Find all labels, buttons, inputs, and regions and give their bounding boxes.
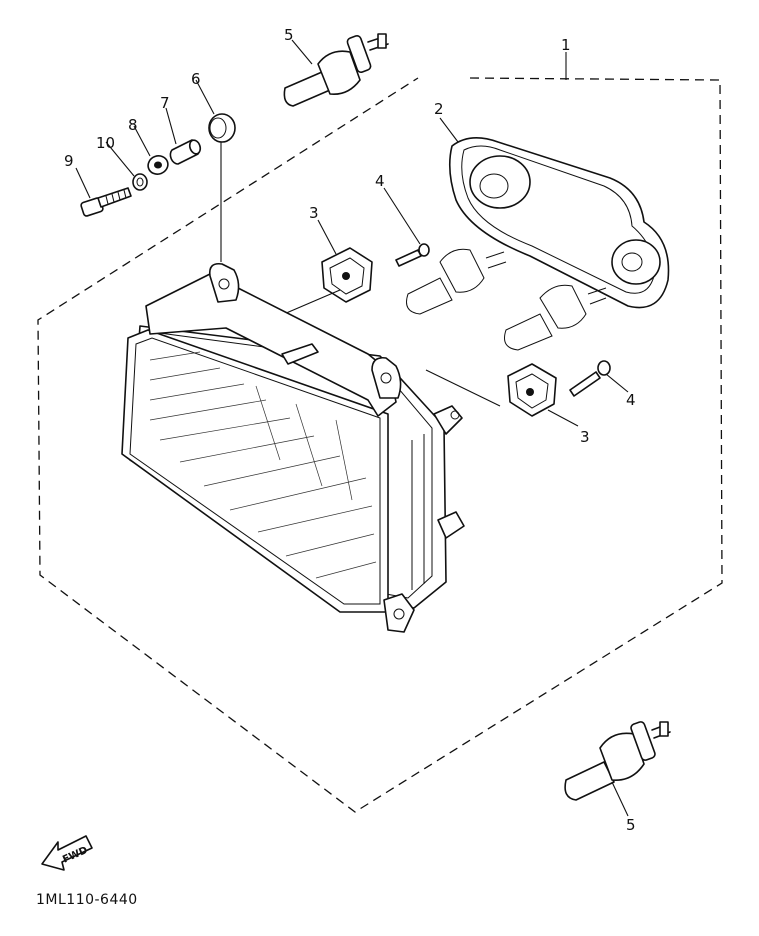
- grommet-part-6: [208, 113, 236, 262]
- callout-1: 1: [561, 36, 571, 54]
- adjuster-part-3-lower: [425, 363, 579, 427]
- washer-part-10: [132, 173, 148, 191]
- callout-9: 9: [64, 152, 74, 170]
- headlight-unit: [121, 262, 465, 633]
- bulb-silhouette-lower: [504, 284, 607, 351]
- housing-part-2: [439, 117, 670, 309]
- collar-part-7: [169, 139, 202, 165]
- diagram-code: 1ML110-6440: [36, 892, 138, 908]
- callout-8: 8: [128, 116, 138, 134]
- callout-2: 2: [434, 100, 444, 118]
- screw-part-4-upper: [383, 187, 430, 267]
- leader-lines: [75, 39, 313, 199]
- bulb-silhouette-upper: [406, 248, 507, 315]
- callout-10: 10: [96, 134, 115, 152]
- bulb-part-5-bottom: [564, 721, 671, 817]
- fwd-arrow-icon: FWD: [41, 835, 93, 871]
- callout-4-upper: 4: [375, 172, 385, 190]
- screw-part-4-lower: [569, 360, 629, 397]
- callout-7: 7: [160, 94, 170, 112]
- callout-labels: 1 2 3 3 4 4 5 5 6 7 8 10 9: [64, 26, 636, 834]
- assembly-outline: [37, 52, 723, 813]
- callout-5-bottom: 5: [626, 816, 636, 834]
- bolt-part-9: [80, 187, 132, 217]
- callout-6: 6: [191, 70, 201, 88]
- lens-hatching: [149, 351, 377, 579]
- bulb-part-5-top: [283, 33, 389, 107]
- callout-3-upper: 3: [309, 204, 319, 222]
- callout-3-lower: 3: [580, 428, 590, 446]
- callout-5-top: 5: [284, 26, 294, 44]
- adjuster-part-3-upper: [269, 219, 373, 321]
- washer-part-8: [147, 155, 169, 175]
- callout-4-lower: 4: [626, 391, 636, 409]
